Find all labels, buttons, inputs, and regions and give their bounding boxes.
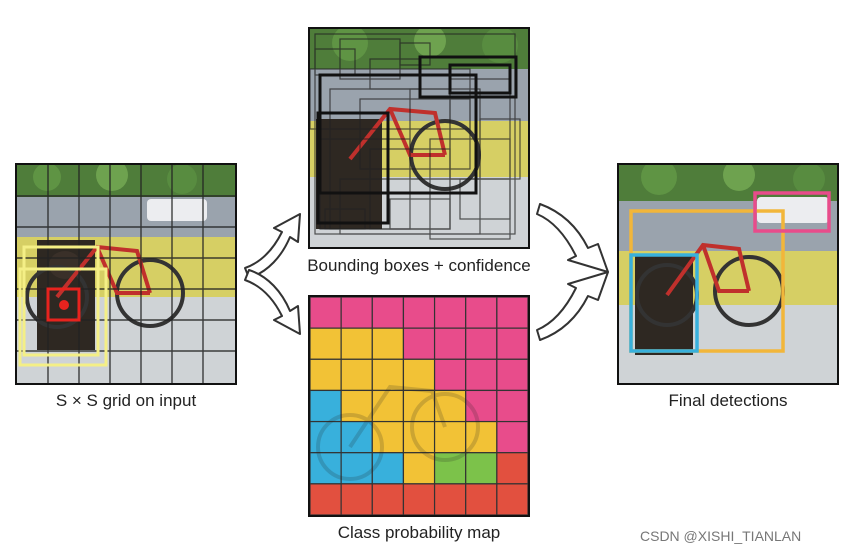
class-cell-red <box>402 483 436 515</box>
grid-caption: S × S grid on input <box>55 391 197 410</box>
class-cell-pink <box>496 358 528 392</box>
class-cell-yellow <box>433 420 467 454</box>
class-cell-yellow <box>371 358 405 392</box>
watermark: CSDN @XISHI_TIANLAN <box>640 528 802 544</box>
final-detections-image <box>619 165 837 383</box>
class-cell-red <box>371 483 405 515</box>
class-cell-red <box>496 452 528 485</box>
class-cell-pink <box>496 420 528 454</box>
class-cell-pink <box>465 297 498 329</box>
class-cell-pink <box>465 327 498 360</box>
class-cell-pink <box>310 297 342 329</box>
class-cell-pink <box>496 327 528 360</box>
class-cell-pink <box>496 389 528 423</box>
class-cell-pink <box>371 297 405 329</box>
class-cell-pink <box>433 297 467 329</box>
class-cell-yellow <box>340 389 373 423</box>
class-cell-yellow <box>310 327 342 360</box>
class-cell-pink <box>433 327 467 360</box>
input-grid-panel <box>15 163 237 385</box>
class-cell-yellow <box>402 358 436 392</box>
class-cell-blue <box>371 452 405 485</box>
input-grid-image <box>17 165 235 383</box>
class-cell-pink <box>402 297 436 329</box>
class-probability-grid <box>310 297 528 515</box>
final-caption: Final detections <box>668 391 788 410</box>
class-cell-blue <box>340 420 373 454</box>
bounding-boxes-image <box>310 29 528 247</box>
class-probability-panel <box>308 295 530 517</box>
class-cell-yellow <box>310 358 342 392</box>
class-cell-red <box>433 483 467 515</box>
arrow-to-classmap <box>244 269 301 335</box>
class-cell-yellow <box>371 420 405 454</box>
class-cell-yellow <box>340 327 373 360</box>
bounding-boxes-panel <box>308 27 530 249</box>
class-cell-blue <box>310 452 342 485</box>
class-cell-pink <box>496 297 528 329</box>
class-cell-red <box>310 483 342 515</box>
class-cell-red <box>465 483 498 515</box>
class-cell-pink <box>465 358 498 392</box>
class-cell-pink <box>402 327 436 360</box>
class-cell-yellow <box>340 358 373 392</box>
class-cell-red <box>340 483 373 515</box>
classmap-caption: Class probability map <box>337 523 501 542</box>
boxes-caption: Bounding boxes + confidence <box>307 256 531 275</box>
arrow-from-classmap <box>536 271 609 341</box>
class-cell-pink <box>340 297 373 329</box>
class-cell-pink <box>433 358 467 392</box>
final-detections-panel <box>617 163 839 385</box>
class-cell-yellow <box>371 389 405 423</box>
class-cell-green <box>465 452 498 485</box>
class-cell-red <box>496 483 528 515</box>
class-cell-yellow <box>371 327 405 360</box>
